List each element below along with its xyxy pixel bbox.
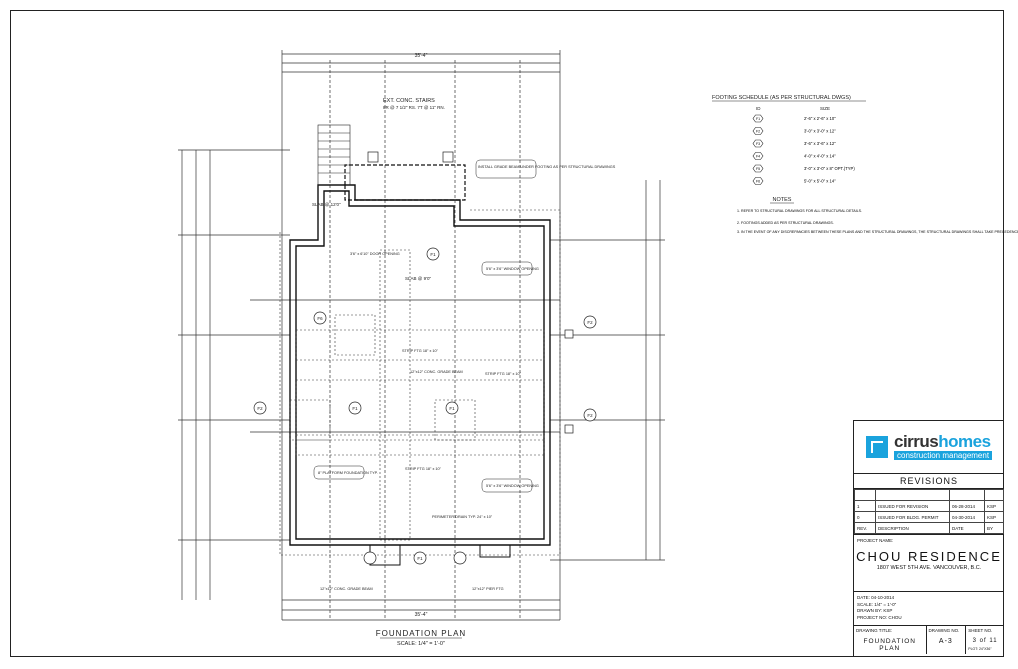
revisions-title: REVISIONS (854, 474, 1004, 489)
project-address: 1807 WEST 5TH AVE. VANCOUVER, B.C. (876, 565, 982, 571)
footing-schedule-title: FOOTING SCHEDULE (AS PER STRUCTURAL DWGS… (712, 95, 851, 101)
drawn-by: DRAWN BY: KSP (857, 608, 893, 613)
door-opening-label: 3'6" x 6'10" DOOR OPENING (350, 252, 400, 256)
sheet-no: 3 of 11 (972, 638, 998, 644)
footing-tag: F1 (417, 556, 423, 561)
stairs-label: EXT. CONC. STAIRS (383, 98, 435, 104)
footing-tag: F2 (257, 406, 263, 411)
project-section: PROJECT NAME: CHOU RESIDENCE 1807 WEST 5… (854, 534, 1004, 591)
schedule-size: 3'-6" x 3'-6" x 12" (804, 141, 836, 146)
drawing-date: DATE: 04-10-2014 (857, 595, 895, 600)
schedule-col-id: ID (756, 106, 761, 111)
schedule-id: F6 (756, 180, 760, 184)
plan-scale: SCALE: 1/4" = 1'-0" (397, 641, 445, 647)
footing-id-hex-icon (752, 139, 764, 148)
schedule-size: 4'-0" x 4'-0" x 14" (804, 154, 836, 159)
stairs-note: 8R @ 7 1/2" RS. 7T @ 11" RN. (383, 105, 445, 110)
footing-tag: F2 (587, 413, 593, 418)
schedule-size: 2'-6" x 2'-6" x 10" (804, 116, 836, 121)
drawing-info: DATE: 04-10-2014 SCALE: 1/4" = 1'-0" DRA… (854, 591, 1004, 625)
project-name: CHOU RESIDENCE (856, 549, 1002, 564)
grade-beam-label: 12"x12" CONC. GRADE BEAM (320, 587, 373, 591)
schedule-id: F2 (756, 130, 760, 134)
note-item: 1. REFER TO STRUCTURAL DRAWINGS FOR ALL … (737, 209, 862, 213)
footing-tag: F6 (317, 316, 323, 321)
strip-ftg-label: STRIP FTG 18" x 10" (402, 349, 439, 353)
schedule-size: 3'-0" x 3'-0" x 8" OPT.(TYP) (804, 166, 855, 171)
grade-beam-note: INSTALL GRADE BEAM UNDER FOOTING AS PER … (478, 165, 616, 169)
sheet-no-label: SHEET NO. (968, 628, 993, 633)
note-item: 2. FOOTINGS ADDED AS PER STRUCTURAL DRAW… (737, 221, 834, 225)
drawing-title-row: DRAWING TITLE: FOUNDATION PLAN DRAWING N… (854, 625, 1004, 654)
footing-tag: F1 (449, 406, 455, 411)
footing-id-hex-icon (752, 177, 764, 185)
strip-ftg-label: STRIP FTG 18" x 10" (405, 467, 442, 471)
title-block: cirrushomes construction management REVI… (853, 420, 1004, 657)
perimeter-drain-label: PERIMETER DRAIN TYP. 24" x 10" (432, 515, 493, 519)
strip-ftg-label: STRIP FTG 18" x 10" (485, 372, 522, 376)
platform-label: 8" PLATFORM FOUNDATION TYP. (318, 471, 378, 475)
footing-id-hex-icon (752, 164, 764, 173)
schedule-id: F3 (756, 142, 760, 146)
schedule-size: 3'-0" x 3'-0" x 12" (804, 129, 836, 134)
overall-dimension: 35'-4" (415, 612, 428, 618)
drawing-title: FOUNDATION PLAN (863, 638, 916, 652)
slab-label: SLAB @ 12'0" (312, 202, 341, 207)
company-subtitle: construction management (894, 451, 993, 460)
footing-tag: F1 (352, 406, 358, 411)
drawing-sheet-border (10, 10, 1004, 657)
overall-dimension: 35'-4" (415, 53, 428, 59)
project-label: PROJECT NAME: (857, 538, 894, 543)
schedule-size: 5'-0" x 5'-0" x 14" (804, 179, 836, 184)
drawing-no-label: DRAWING NO. (928, 628, 960, 633)
note-item: 3. IN THE EVENT OF ANY DISCREPANCIES BET… (737, 230, 1018, 234)
schedule-id: F1 (756, 117, 760, 121)
project-number: PROJECT NO: CHOU (857, 614, 902, 620)
footing-tag: F1 (430, 252, 436, 257)
pier-ftg-label: 12"x12" PIER FTG (472, 587, 504, 591)
plan-title: FOUNDATION PLAN (376, 629, 466, 638)
logo-mark-icon (866, 436, 888, 458)
schedule-col-size: SIZE (820, 106, 830, 111)
drawing-title-label: DRAWING TITLE: (856, 628, 893, 633)
schedule-id: F4 (756, 155, 760, 159)
company-name: cirrushomes (894, 432, 991, 451)
footing-id-hex-icon (752, 152, 764, 160)
plot-note: PLOT: 24"X36" (968, 647, 992, 651)
footing-id-hex-icon (752, 127, 764, 135)
footing-id-hex-icon (752, 114, 764, 123)
drawing-no: A-3 (938, 638, 953, 645)
footing-tag: F2 (587, 320, 593, 325)
company-logo: cirrushomes construction management (854, 421, 1004, 474)
grade-beam-label: 12"x12" CONC. GRADE BEAM (410, 370, 463, 374)
window-opening-label: 5'6" x 3'6" WINDOW OPENING (486, 484, 539, 488)
window-opening-label: 5'6" x 3'6" WINDOW OPENING (486, 267, 539, 271)
drawing-scale: SCALE: 1/4" = 1'-0" (857, 601, 897, 607)
schedule-id: F5 (756, 167, 760, 171)
notes-title: NOTES (773, 197, 792, 203)
slab-label: SLAB @ 9'0" (405, 276, 431, 281)
